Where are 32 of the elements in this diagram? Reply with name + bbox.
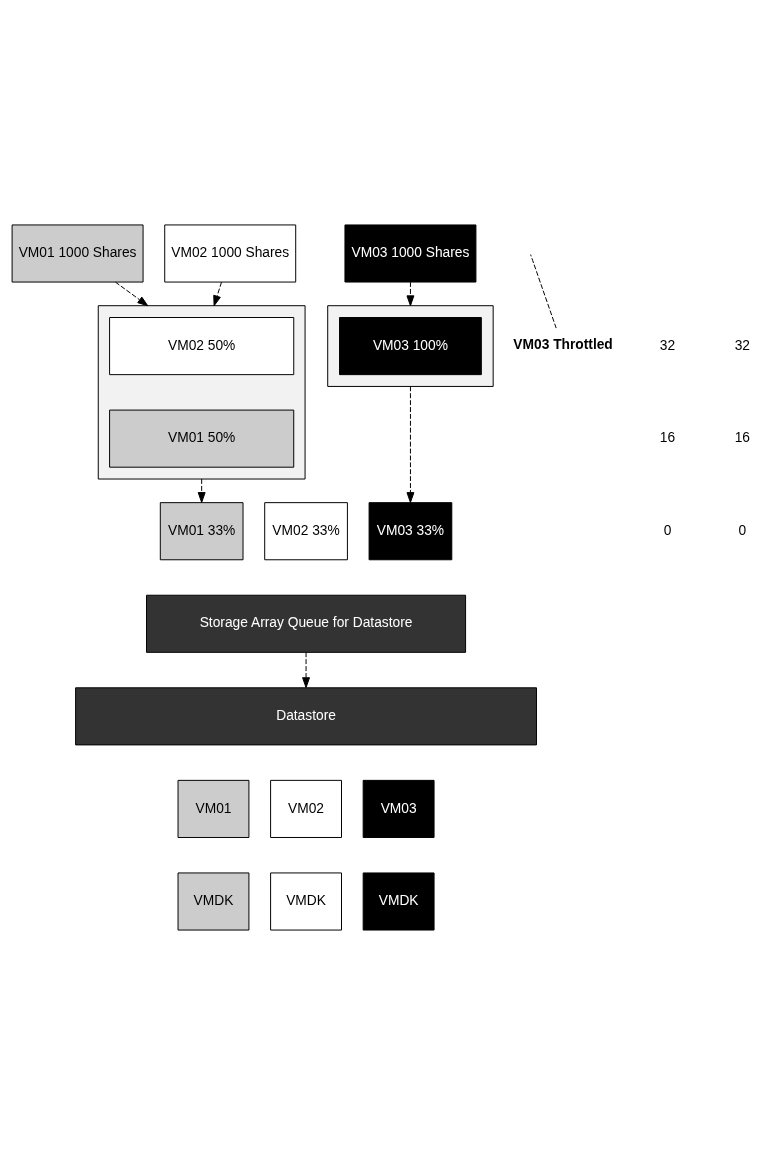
- node-box: VM02 50%: [109, 316, 295, 375]
- node-box: VMDK: [177, 871, 250, 931]
- node-box: VM01: [177, 779, 250, 838]
- node-box: VM01 1000 Shares: [11, 223, 144, 283]
- arrow: [302, 651, 310, 688]
- label: 0: [738, 522, 747, 538]
- node-box: VM03 100%: [339, 316, 482, 375]
- node-box: VMDK: [362, 871, 435, 931]
- arrow: [115, 281, 149, 306]
- node-text: VM03 Throttled: [513, 336, 613, 352]
- node-box: VM01 33%: [159, 501, 244, 560]
- arrow: [197, 478, 206, 503]
- node-box: VM03 1000 Shares: [344, 223, 477, 283]
- arrow: [213, 281, 222, 306]
- arrow: [406, 385, 415, 503]
- label: 0: [663, 522, 672, 538]
- node-box: VM03: [362, 779, 435, 838]
- label: 32: [734, 337, 750, 353]
- cluster: [97, 304, 306, 479]
- label: 16: [734, 429, 750, 445]
- arrow: [406, 281, 415, 306]
- node-box: VM03 33%: [368, 501, 453, 560]
- cluster: [327, 304, 494, 387]
- node-box: Storage Array Queue for Datastore: [146, 594, 467, 653]
- label: 32: [659, 337, 676, 353]
- label: 16: [659, 429, 676, 445]
- node-box: VM02 33%: [264, 501, 348, 560]
- node-box: VM01 50%: [109, 409, 295, 468]
- node-box: VM02: [270, 779, 342, 838]
- node-box: VM02 1000 Shares: [164, 223, 297, 283]
- node-box: Datastore: [75, 686, 537, 745]
- node-box: VMDK: [270, 871, 342, 931]
